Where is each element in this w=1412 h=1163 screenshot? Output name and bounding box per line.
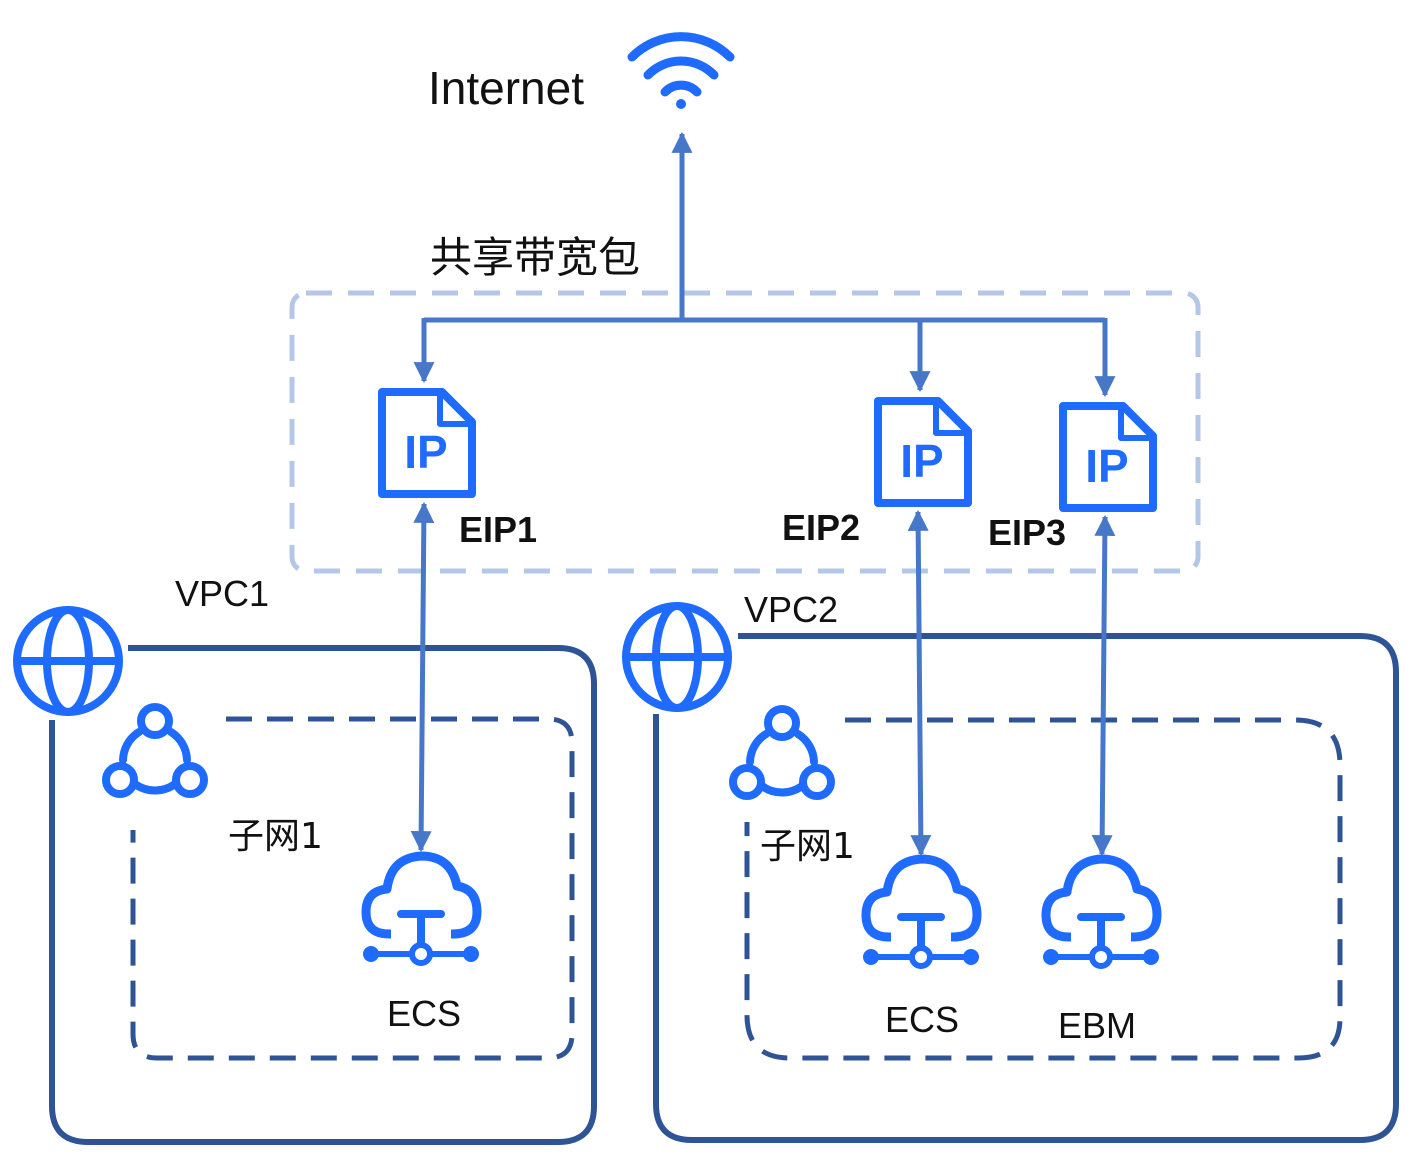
eip2-label: EIP2 bbox=[782, 507, 860, 548]
globe-icon bbox=[13, 606, 123, 716]
ip-icon: IP bbox=[1059, 402, 1157, 512]
ip-icon: IP bbox=[378, 388, 476, 498]
vpc2-ecs-label: ECS bbox=[885, 999, 959, 1040]
subnet-icon bbox=[102, 703, 208, 798]
vpc2-ebm-label: EBM bbox=[1058, 1005, 1136, 1046]
bandwidth-links bbox=[410, 131, 1116, 857]
vpc2-subnet-box bbox=[744, 717, 1343, 1061]
eip1-to-ecs bbox=[410, 501, 435, 853]
vpc1-container bbox=[49, 645, 597, 1145]
wifi-icon bbox=[627, 32, 735, 109]
subnet-icon bbox=[729, 705, 835, 800]
eip3-icon-text: IP bbox=[1085, 440, 1128, 492]
cloud-server-icon bbox=[861, 854, 982, 969]
eip2-icon-text: IP bbox=[900, 435, 943, 487]
globe-icon bbox=[622, 602, 732, 712]
internet-label: Internet bbox=[428, 62, 584, 114]
eip1-icon-text: IP bbox=[404, 426, 447, 478]
shared-bandwidth-label: 共享带宽包 bbox=[430, 233, 640, 282]
vpc2-subnet-label: 子网1 bbox=[760, 826, 855, 867]
vpc2-container bbox=[653, 633, 1399, 1143]
vpc1-ecs-label: ECS bbox=[387, 993, 461, 1034]
ip-icon: IP bbox=[874, 397, 972, 507]
cloud-server-icon bbox=[361, 851, 482, 966]
vpc2-label: VPC2 bbox=[744, 589, 838, 630]
eip2-to-ecs bbox=[907, 509, 932, 857]
eip1-label: EIP1 bbox=[459, 509, 537, 550]
vpc1-subnet-label: 子网1 bbox=[228, 816, 323, 857]
eip3-label: EIP3 bbox=[988, 512, 1066, 553]
shared-bandwidth-group bbox=[289, 290, 1201, 574]
cloud-server-icon bbox=[1041, 854, 1162, 969]
vpc1-subnet-box bbox=[130, 716, 575, 1061]
eip3-to-ebm bbox=[1091, 514, 1116, 857]
vpc1-label: VPC1 bbox=[175, 573, 269, 614]
